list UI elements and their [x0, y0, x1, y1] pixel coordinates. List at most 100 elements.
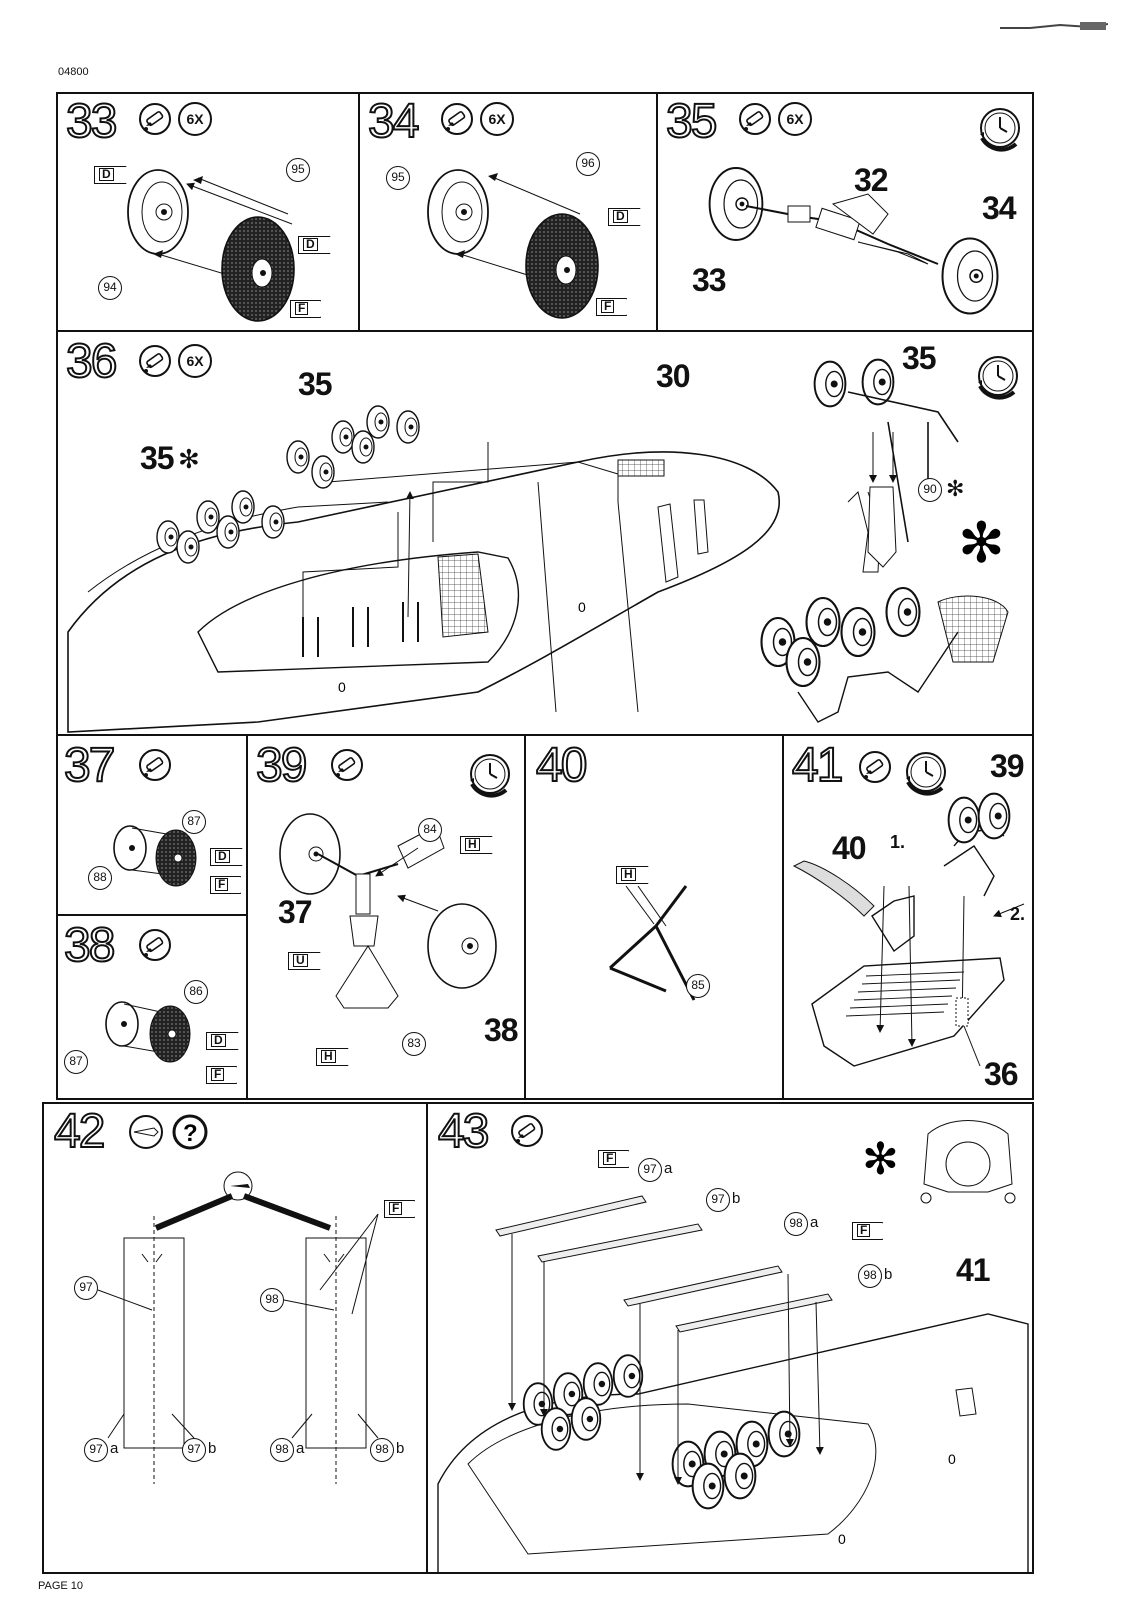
svg-text:?: ? [183, 1120, 198, 1147]
flag-d: D [210, 848, 243, 866]
times-badge: 6X [778, 102, 812, 136]
suffix-a: a [110, 1440, 119, 1457]
part-98a: 98 [784, 1212, 808, 1236]
suffix-a: a [664, 1160, 673, 1177]
part-90: 90 [918, 478, 942, 502]
step-38-panel: 38 86 D 87 F [56, 914, 248, 1100]
step-36-drawing: 0 0 ✻ [67, 358, 1009, 733]
part-97a: 97 [84, 1438, 108, 1462]
part-95: 95 [286, 158, 310, 182]
asterisk-mark: ✻ [946, 476, 965, 501]
label-35: 35 [298, 366, 333, 402]
svg-text:0: 0 [578, 599, 586, 615]
step-40-drawing [608, 885, 696, 1001]
step-36-panel: 36 6X 0 0 [56, 330, 1034, 736]
part-84: 84 [418, 818, 442, 842]
step-40-panel: 40 H 85 [524, 734, 784, 1100]
step-34-panel: 34 6X 95 96 D F [358, 92, 658, 332]
flag-f: F [206, 1066, 238, 1084]
part-97b: 97 [706, 1188, 730, 1212]
part-87: 87 [182, 810, 206, 834]
page-number: PAGE 10 [38, 1580, 84, 1592]
step-34-number: 34 [367, 95, 420, 148]
times-badge: 6X [178, 344, 212, 378]
flag-d: D [608, 208, 641, 226]
suffix-b: b [208, 1440, 217, 1457]
label-32: 32 [854, 162, 889, 198]
part-94: 94 [98, 276, 122, 300]
label-34: 34 [982, 190, 1017, 226]
flag-f: F [598, 1150, 630, 1168]
label-35: 35 [140, 440, 175, 476]
label-33: 33 [692, 262, 727, 298]
svg-text:✻: ✻ [958, 511, 1005, 576]
svg-text:0: 0 [948, 1451, 956, 1467]
part-98b: 98 [370, 1438, 394, 1462]
step-42-panel: 42 ? F 97 98 97 a 97 b 98 a 98 b [42, 1102, 428, 1574]
label-37: 37 [278, 894, 313, 930]
flag-d: D [298, 236, 331, 254]
asterisk-mark: ✻ [178, 444, 200, 474]
part-97a: 97 [638, 1158, 662, 1182]
sequence-2: 2. [1010, 904, 1026, 924]
step-34-drawing [427, 169, 599, 319]
step-42-number: 42 [53, 1105, 106, 1158]
step-39-number: 39 [255, 739, 308, 792]
step-33-drawing [127, 169, 295, 322]
step-37-drawing [113, 825, 197, 887]
flag-u: U [288, 952, 321, 970]
times-badge: 6X [480, 102, 514, 136]
part-96: 96 [576, 152, 600, 176]
part-88: 88 [88, 866, 112, 890]
step-33-panel: 33 6X D 95 D 94 F [56, 92, 360, 332]
suffix-a: a [810, 1214, 819, 1231]
part-95: 95 [386, 166, 410, 190]
label-40: 40 [832, 830, 867, 866]
part-97: 97 [74, 1276, 98, 1300]
step-43-panel: 43 ✻ 0 0 F 97 [426, 1102, 1034, 1574]
step-38-drawing [105, 1001, 191, 1063]
label-30: 30 [656, 358, 691, 394]
suffix-b: b [732, 1190, 741, 1207]
part-86: 86 [184, 980, 208, 1004]
flag-d: D [206, 1032, 239, 1050]
flag-d: D [94, 166, 127, 184]
flag-h: H [316, 1048, 349, 1066]
step-41-panel: 41 39 40 1. 2. 36 [782, 734, 1034, 1100]
step-35-drawing [708, 167, 999, 315]
svg-text:✻: ✻ [862, 1134, 899, 1185]
label-39: 39 [990, 748, 1025, 784]
step-41-number: 41 [791, 739, 844, 792]
suffix-b: b [884, 1266, 893, 1283]
label-36: 36 [984, 1056, 1019, 1092]
step-43-drawing: ✻ 0 0 [437, 1120, 1029, 1572]
question-icon: ? [172, 1114, 208, 1150]
part-98b: 98 [858, 1264, 882, 1288]
flag-f: F [596, 298, 628, 316]
knife-icon [129, 1115, 163, 1149]
suffix-b: b [396, 1440, 405, 1457]
step-35-number: 35 [665, 95, 718, 148]
sequence-1: 1. [890, 832, 906, 852]
corner-scan-mark [1000, 22, 1108, 30]
flag-f: F [290, 300, 322, 318]
step-38-number: 38 [63, 919, 116, 972]
part-97b: 97 [182, 1438, 206, 1462]
times-badge: 6X [178, 102, 212, 136]
step-39-panel: 39 84 H 37 U 38 83 H [246, 734, 526, 1100]
label-35: 35 [902, 340, 937, 376]
suffix-a: a [296, 1440, 305, 1457]
kit-code: 04800 [58, 66, 89, 78]
part-87: 87 [64, 1050, 88, 1074]
step-35-panel: 35 6X 32 34 33 [656, 92, 1034, 332]
step-40-number: 40 [535, 739, 588, 792]
step-33-number: 33 [65, 95, 118, 148]
step-43-number: 43 [437, 1105, 490, 1158]
label-41: 41 [956, 1252, 991, 1288]
part-85: 85 [686, 974, 710, 998]
svg-text:0: 0 [338, 679, 346, 695]
step-37-panel: 37 87 D 88 F [56, 734, 248, 916]
svg-text:0: 0 [838, 1531, 846, 1547]
step-42-drawing [97, 1171, 379, 1484]
step-37-number: 37 [63, 739, 116, 792]
